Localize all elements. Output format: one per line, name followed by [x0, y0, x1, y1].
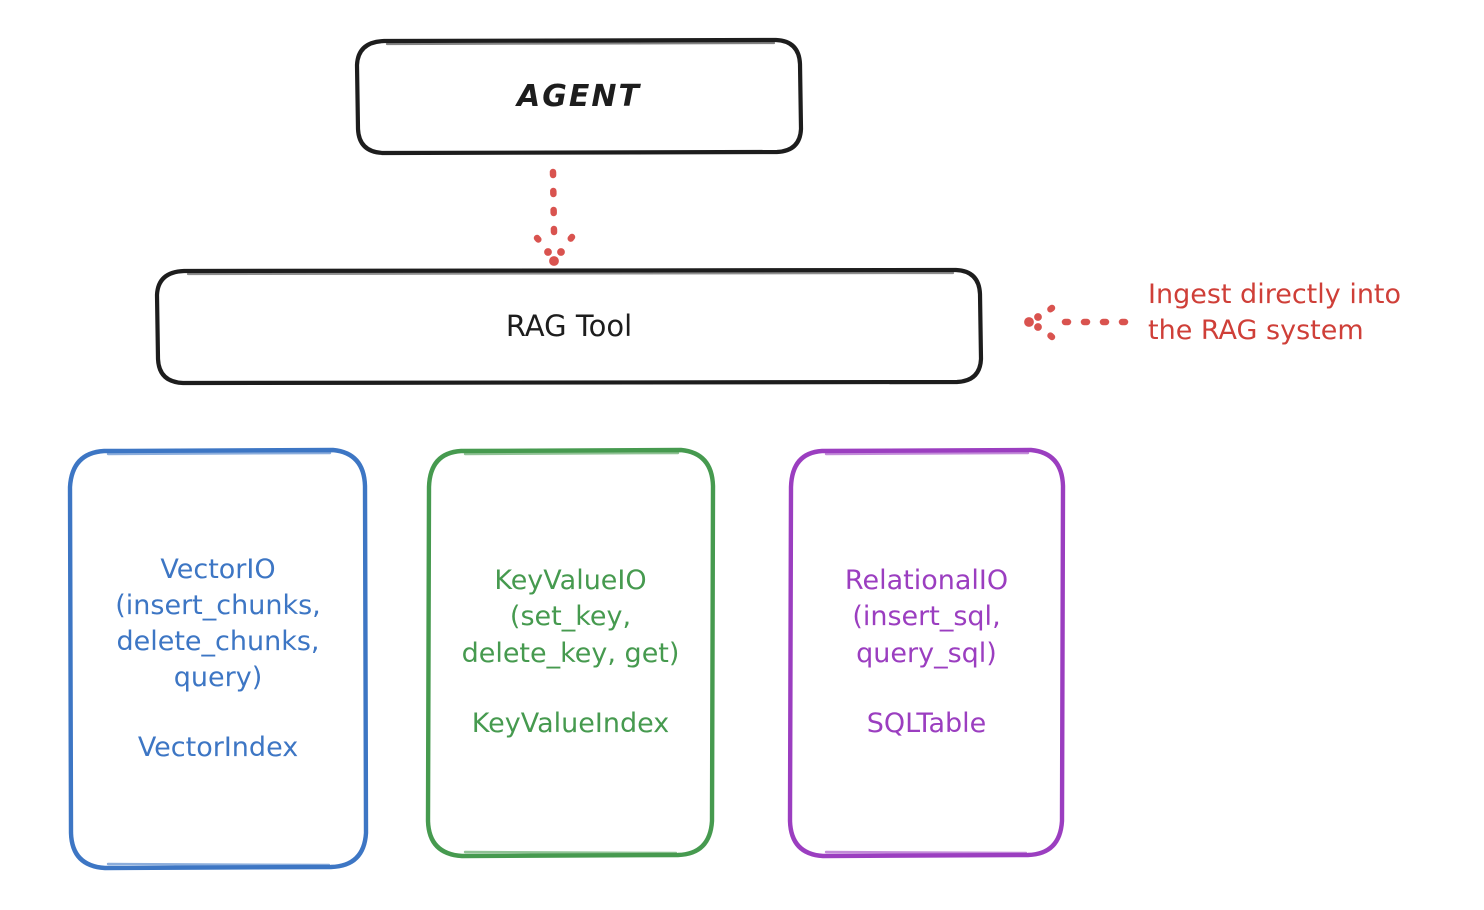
vector-io-node[interactable]: VectorIO (insert_chunks, delete_chunks, … — [70, 450, 366, 868]
key-value-io-node[interactable]: KeyValueIO (set_key, delete_key, get) Ke… — [428, 450, 713, 855]
ingest-annotation-label: Ingest directly into the RAG system — [1148, 279, 1402, 346]
agent-node[interactable]: AGENT — [357, 40, 801, 153]
rag-tool-node-label: RAG Tool — [505, 308, 633, 343]
relational-io-title: RelationalIO (insert_sql, query_sql) — [844, 565, 1009, 669]
vector-io-title: VectorIO (insert_chunks, delete_chunks, … — [115, 553, 321, 694]
key-value-io-title: KeyValueIO (set_key, delete_key, get) — [461, 565, 680, 669]
connector-ingest-to-rag-tool — [1024, 304, 1129, 341]
key-value-io-subtitle: KeyValueIndex — [471, 707, 670, 739]
relational-io-node[interactable]: RelationalIO (insert_sql, query_sql) SQL… — [790, 450, 1063, 855]
rag-tool-node[interactable]: RAG Tool — [157, 270, 981, 383]
connector-agent-to-rag-tool — [533, 168, 576, 266]
relational-io-subtitle: SQLTable — [866, 707, 987, 739]
agent-node-label: AGENT — [517, 79, 641, 114]
vector-io-subtitle: VectorIndex — [137, 732, 299, 764]
